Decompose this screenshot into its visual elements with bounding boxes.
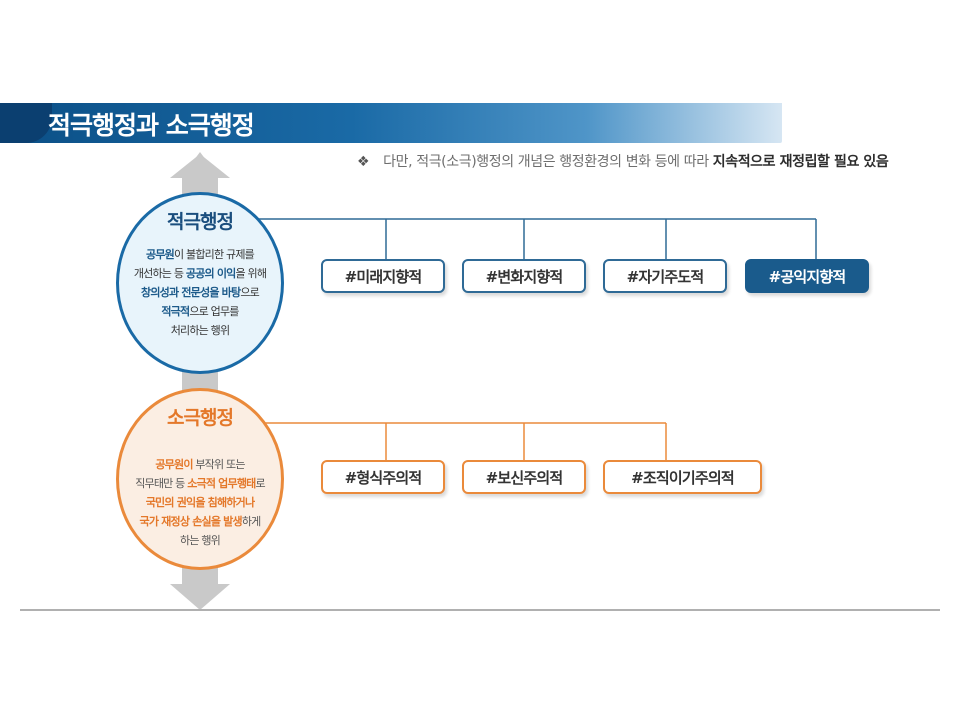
definition-line: 국민의 권익을 침해하거나 [145, 496, 255, 509]
definition-line: 국가 재정상 손실을 발생하게 [139, 515, 262, 528]
definition-line: 하는 행위 [180, 534, 221, 547]
definition-line: 직무태만 등 소극적 업무행태로 [135, 477, 265, 490]
down-arrow-icon [170, 584, 230, 610]
note-text: 다만, 적극(소극)행정의 개념은 행정환경의 변화 등에 따라 [383, 154, 713, 170]
negative-admin-title: 소극행정 [167, 407, 234, 429]
tag-future-oriented: #미래지향적 [321, 259, 445, 293]
negative-admin-definition: 공무원이 부작위 또는 직무태만 등 소극적 업무행태로 국민의 권익을 침해하… [113, 455, 287, 550]
title-bar [0, 103, 782, 143]
positive-admin-title: 적극행정 [167, 211, 234, 233]
definition-line: 처리하는 행위 [170, 324, 230, 337]
tag-public-interest: #공익지향적 [745, 259, 869, 293]
definition-line: 적극적으로 업무를 [161, 305, 239, 318]
note-bullet-icon: ❖ [357, 154, 370, 170]
tag-self-protection: #보신주의적 [462, 460, 586, 494]
tag-self-directed: #자기주도적 [603, 259, 727, 293]
title-tab-accent [0, 103, 52, 143]
page-title: 적극행정과 소극행정 [48, 111, 255, 140]
positive-admin-circle: 적극행정 공무원이 불합리한 규제를 개선하는 등 공공의 이익을 위해 창의성… [116, 192, 284, 374]
definition-line: 공무원이 부작위 또는 [155, 458, 245, 471]
note-text-bold: 지속적으로 재정립할 필요 있음 [712, 154, 889, 170]
note: ❖ 다만, 적극(소극)행정의 개념은 행정환경의 변화 등에 따라 지속적으로 … [357, 151, 889, 171]
tag-organizational-egoism: #조직이기주의적 [603, 460, 762, 494]
bottom-divider [20, 609, 940, 611]
definition-line: 개선하는 등 공공의 이익을 위해 [133, 267, 267, 280]
definition-line: 창의성과 전문성을 바탕으로 [141, 286, 260, 299]
tag-formalism: #형식주의적 [321, 460, 445, 494]
positive-admin-definition: 공무원이 불합리한 규제를 개선하는 등 공공의 이익을 위해 창의성과 전문성… [113, 245, 287, 340]
definition-line: 공무원이 불합리한 규제를 [146, 248, 255, 261]
negative-admin-circle: 소극행정 공무원이 부작위 또는 직무태만 등 소극적 업무행태로 국민의 권익… [116, 388, 284, 570]
tag-change-oriented: #변화지향적 [462, 259, 586, 293]
